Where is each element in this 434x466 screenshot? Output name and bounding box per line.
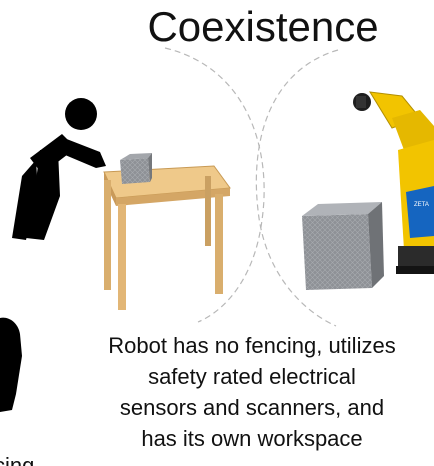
robot-caption: Robot has no fencing, utilizes safety ra… xyxy=(76,330,428,454)
partial-left-caption: cing xyxy=(0,453,35,466)
cube-icon xyxy=(302,202,384,290)
human-worker-icon xyxy=(12,98,106,240)
caption-line-3: sensors and scanners, and xyxy=(119,395,385,420)
caption-line-1: Robot has no fencing, utilizes xyxy=(108,333,396,358)
diagram-title: Coexistence xyxy=(147,3,379,50)
svg-text:ZETA: ZETA xyxy=(414,202,429,208)
table-box-icon xyxy=(120,153,152,184)
standing-human-icon xyxy=(0,317,22,412)
caption-line-2: safety rated electrical xyxy=(148,364,356,389)
robot-workspace-boundary xyxy=(255,49,339,327)
robot-arm-icon: ZETA xyxy=(353,91,434,274)
caption-line-4: has its own workspace xyxy=(141,426,363,451)
table-icon xyxy=(103,165,231,310)
human-workspace-boundary xyxy=(164,47,265,323)
